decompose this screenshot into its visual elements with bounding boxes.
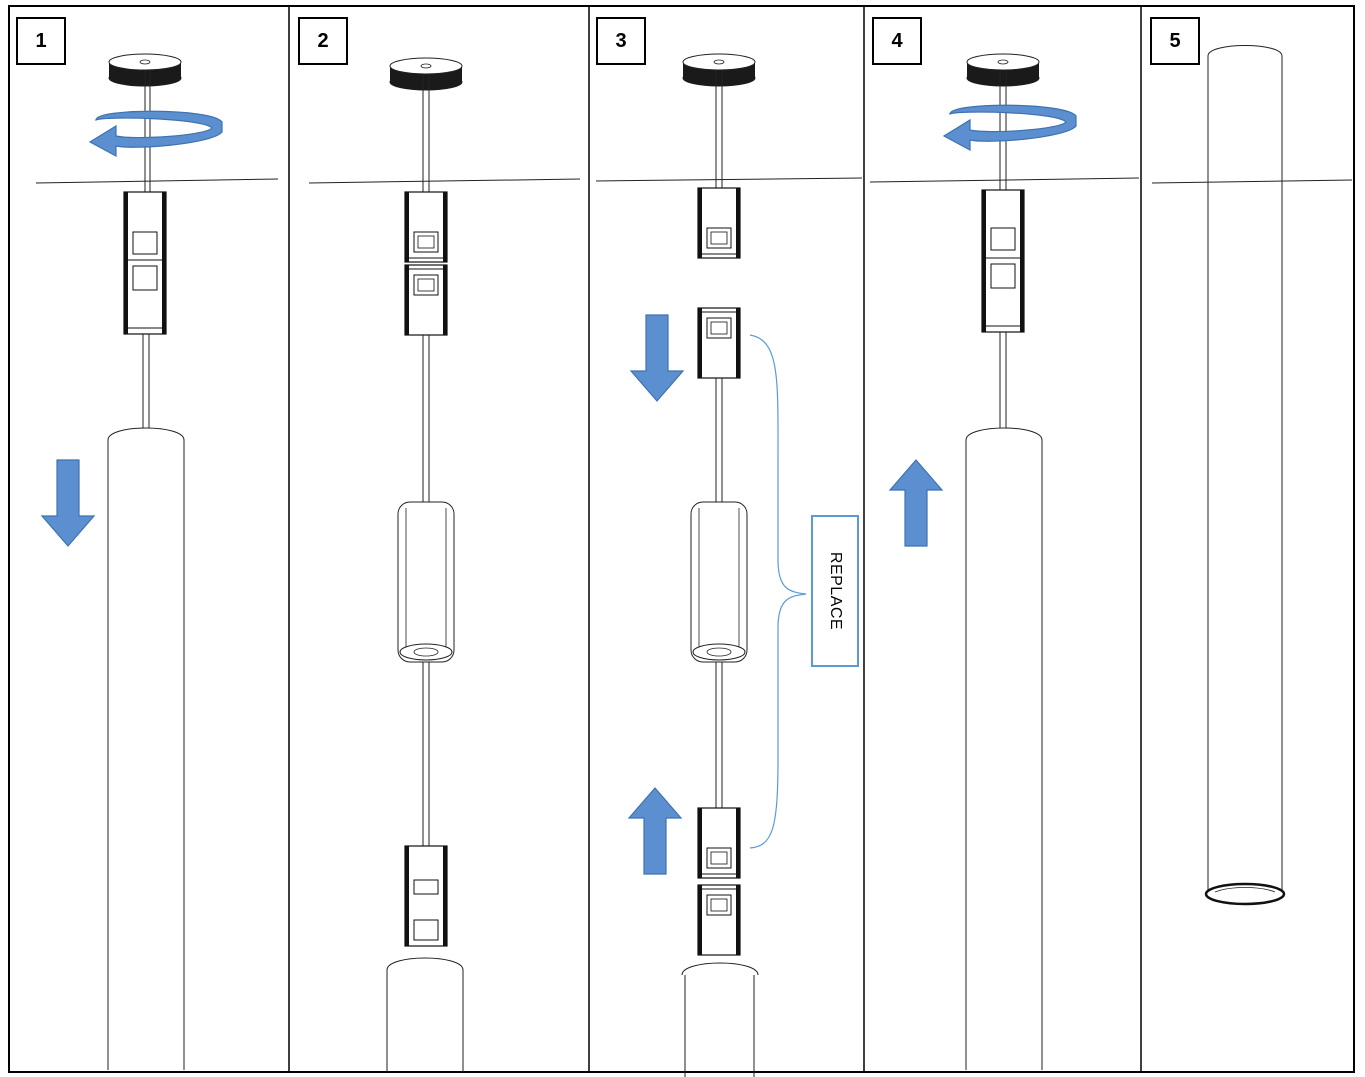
replacement-connector: [697, 807, 741, 879]
connector-pair: [404, 845, 448, 947]
ceiling-canopy: [682, 53, 756, 87]
connector-pair: [123, 191, 167, 335]
up-arrow-icon: [889, 459, 943, 547]
diagram-border: [8, 5, 1355, 1073]
step-number-5: 5: [1150, 17, 1200, 65]
upper-connector: [404, 191, 448, 263]
ceiling-canopy: [966, 53, 1040, 87]
shade-tube: [386, 957, 464, 971]
replacement-connector: [697, 307, 741, 379]
panel-3: [628, 53, 807, 1077]
ceiling-canopy: [389, 57, 463, 91]
upper-connector: [697, 187, 741, 259]
step-number-4: 4: [872, 17, 922, 65]
step-number-3: 3: [596, 17, 646, 65]
lower-connector: [697, 884, 741, 956]
down-arrow-icon: [41, 459, 95, 547]
shade-tube: [107, 427, 185, 441]
shade-tube: [681, 962, 759, 976]
inline-capsule: [690, 501, 748, 663]
panel-1: [41, 53, 223, 1070]
shade-tube: [965, 427, 1043, 441]
down-arrow-icon: [630, 314, 684, 402]
replace-callout: REPLACE: [811, 515, 859, 667]
rotate-arrow-icon: [89, 110, 223, 157]
inline-capsule: [397, 501, 455, 663]
ceiling-lines: [35, 177, 1353, 184]
panel-2: [386, 57, 464, 1072]
panel-4: [889, 53, 1077, 1070]
rotate-arrow-icon: [943, 104, 1077, 151]
replace-bracket: [749, 334, 807, 849]
tube-bottom-opening: [1204, 882, 1286, 906]
replace-callout-text: REPLACE: [827, 551, 845, 631]
step-number-1: 1: [16, 17, 66, 65]
panel-5: [1204, 45, 1286, 906]
up-arrow-icon: [628, 787, 682, 875]
step-number-2: 2: [298, 17, 348, 65]
connector-pair: [981, 189, 1025, 333]
lower-connector: [404, 264, 448, 336]
